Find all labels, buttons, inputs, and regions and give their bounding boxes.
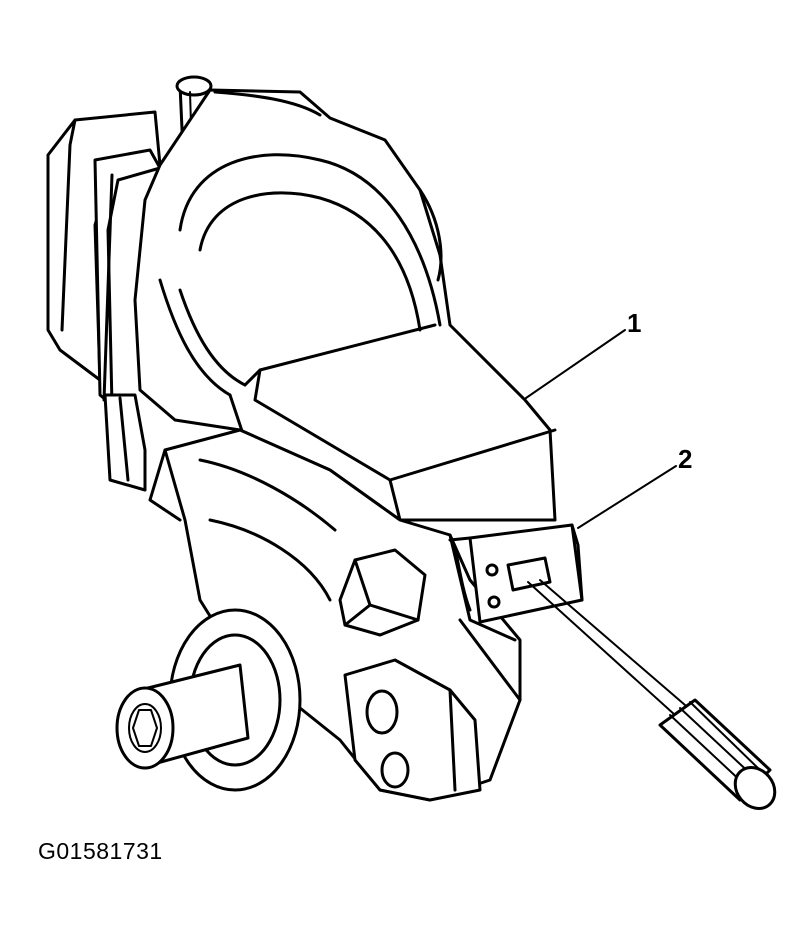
hex-fitting (338, 548, 427, 637)
callout-leader-1 (525, 329, 626, 399)
callout-leader-2 (577, 465, 677, 529)
reservoir-tank (46, 110, 162, 492)
callout-number-1: 1 (627, 308, 641, 338)
callout-number-2: 2 (678, 444, 692, 474)
figure-code: G01581731 (38, 838, 163, 864)
drive-shaft (115, 663, 250, 770)
screwdriver (527, 579, 777, 810)
retaining-clip (448, 523, 584, 624)
mounting-boss (343, 658, 482, 802)
pump-reservoir-body (133, 88, 557, 522)
